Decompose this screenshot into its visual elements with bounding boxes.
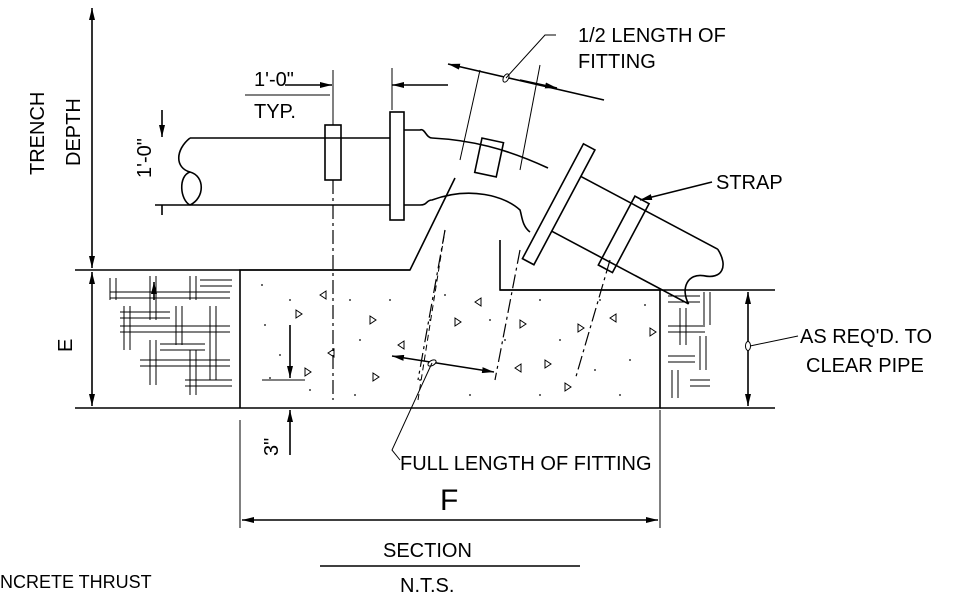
as-reqd-label-1: AS REQ'D. TO xyxy=(800,326,932,348)
typ-dim-note: TYP. xyxy=(254,101,296,123)
trench-depth-label: TRENCH xyxy=(27,92,49,175)
strap-label: STRAP xyxy=(716,172,783,194)
pipe-diameter-dimension: 1'-0" xyxy=(134,110,165,215)
concrete-aggregate xyxy=(295,290,657,392)
typ-dimension: 1'-0" TYP. xyxy=(245,68,448,125)
as-reqd-label-2: CLEAR PIPE xyxy=(806,355,924,377)
three-inch-dimension: 3" xyxy=(261,325,305,456)
pipe-right xyxy=(521,142,724,305)
half-length-label-1: 1/2 LENGTH OF xyxy=(578,25,726,47)
f-dimension: F xyxy=(239,410,661,528)
trench-depth-dimension: TRENCH DEPTH xyxy=(27,8,95,268)
vert-dim-value: 1'-0" xyxy=(134,138,156,178)
full-length-dimension: FULL LENGTH OF FITTING xyxy=(391,354,652,475)
strap-callout: STRAP xyxy=(639,172,783,201)
pipe-left xyxy=(155,111,405,221)
fitting-centerlines xyxy=(332,64,611,401)
f-dim-label: F xyxy=(440,484,458,517)
scale-note: N.T.S. xyxy=(400,575,454,593)
full-length-label: FULL LENGTH OF FITTING xyxy=(400,453,652,475)
soil-hatch-left xyxy=(109,276,232,395)
thrust-block xyxy=(239,177,661,409)
bend-fitting xyxy=(404,128,549,233)
e-dim-label: E xyxy=(55,339,77,352)
half-length-label-2: FITTING xyxy=(578,51,656,73)
trench-depth-label-2: DEPTH xyxy=(63,98,85,166)
concrete-dots xyxy=(261,284,646,396)
e-dimension: E xyxy=(55,272,157,406)
section-title-block: SECTION N.T.S. xyxy=(320,540,580,593)
half-length-dimension: 1/2 LENGTH OF FITTING xyxy=(447,25,726,101)
section-title: SECTION xyxy=(383,540,472,562)
soil-hatch-right xyxy=(668,292,711,398)
three-inch-label: 3" xyxy=(261,438,283,456)
typ-dim-value: 1'-0" xyxy=(254,69,294,91)
as-reqd-dimension: AS REQ'D. TO CLEAR PIPE xyxy=(745,292,932,406)
concrete-thrust-note: NCRETE THRUST xyxy=(0,572,152,592)
